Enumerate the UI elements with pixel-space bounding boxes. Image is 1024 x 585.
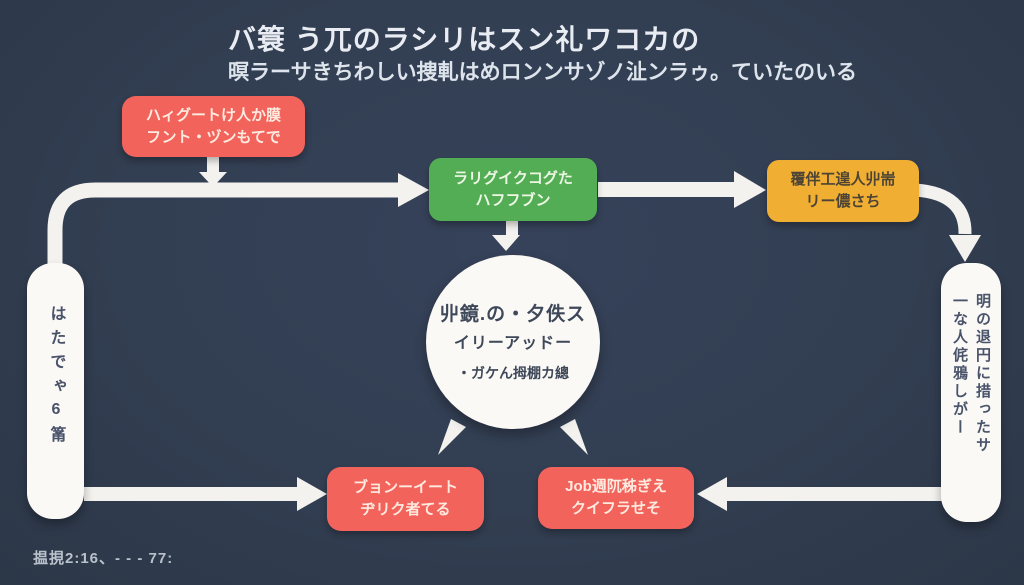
node-bottom-mid-line1: Job週阢秭ぎえ [565,478,667,496]
arrow-topbox-down [199,157,227,187]
node-bottom-mid: Job週阢秭ぎえ クイフラせそ [538,467,694,529]
node-yellow-process: 覆伴工遑人丱耑 リー儂さち [767,160,919,222]
node-bottom-left-line1: ブョンーイート [352,479,458,497]
arrow-green-to-yellow [598,171,766,208]
node-right-pill: 明の退円に措ったサ 一な人侂鴉しがー [941,263,1001,522]
arrow-yellow-to-rightpill [915,183,981,262]
node-green-process: ラリグイクコグた ハフフブン [429,158,597,221]
node-top-left-line1: ハィグートけ人か膜 [145,106,281,124]
node-bottom-left: ブョンーイート ヂリク者てる [327,467,484,531]
node-green-line1: ラリグイクコグた [453,169,573,187]
node-yellow-line1: 覆伴工遑人丱耑 [790,171,896,189]
left-pill-text: はたでゃ6筩 [47,305,65,450]
node-center-circle: 丱鏡.の・夕佚ス イリーアッドー ・ガケん拇棚カ總 [426,255,600,429]
diagram-title: バ簑 う兀のラシリはスン礼ワコカの [228,24,701,55]
node-left-pill: はたでゃ6筩 [27,263,84,519]
arrow-rightpill-to-bottommid [697,477,942,511]
node-bottom-mid-line2: クイフラせそ [570,500,661,517]
circle-line2: イリーアッドー [453,334,573,352]
circle-line3: ・ガケん拇棚カ總 [457,364,569,381]
arrow-leftpill-to-green [47,173,429,264]
node-bottom-left-line2: ヂリク者てる [360,501,451,518]
node-top-left-line2: フント・ヅンもてで [146,128,281,146]
circle-line1: 丱鏡.の・夕佚ス [439,303,587,325]
footer-caption: 揾挸2:16、- - - 77: [33,550,174,567]
circle-spike-left [438,419,466,455]
right-pill-text: 明の退円に措ったサ 一な人侂鴉しがー [947,263,995,522]
arrow-leftpill-to-bottomleft [84,477,327,511]
node-top-left: ハィグートけ人か膜 フント・ヅンもてで [122,96,305,157]
node-yellow-line2: リー儂さち [805,193,881,210]
right-pill-column1: 明の退円に措ったサ [974,293,991,455]
right-pill-column2: 一な人侂鴉しがー [951,293,968,437]
circle-spike-right [560,419,588,455]
diagram-subtitle: 暝ラーサきちわしい捜軋はめロンンサゾノ沚ンラゥ。ていたのいる [228,61,857,84]
node-green-line2: ハフフブン [475,191,551,209]
arrow-green-to-circle [492,221,520,251]
